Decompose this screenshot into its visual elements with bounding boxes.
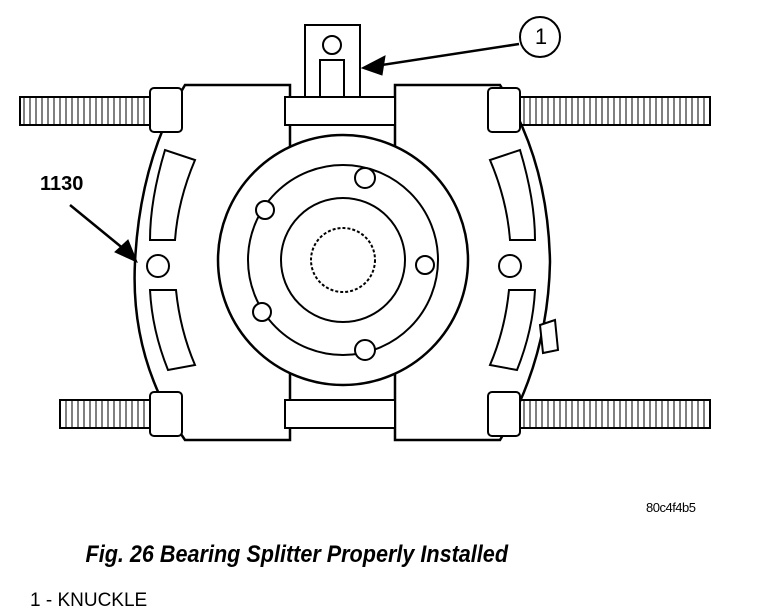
image-code: 80c4f4b5	[646, 500, 696, 515]
tool-number-label: 1130	[40, 173, 84, 195]
tool-leader-1130	[69, 204, 138, 263]
nuts	[149, 87, 521, 437]
hub-flange	[216, 133, 560, 387]
figure-caption: Fig. 26 Bearing Splitter Properly Instal…	[85, 541, 509, 568]
legend-item: 1 - KNUCKLE	[30, 590, 148, 611]
knuckle	[304, 24, 361, 98]
bearing-splitter-illustration	[19, 16, 711, 442]
callout-number: 1	[534, 24, 548, 49]
callout-leader-1	[360, 16, 561, 76]
